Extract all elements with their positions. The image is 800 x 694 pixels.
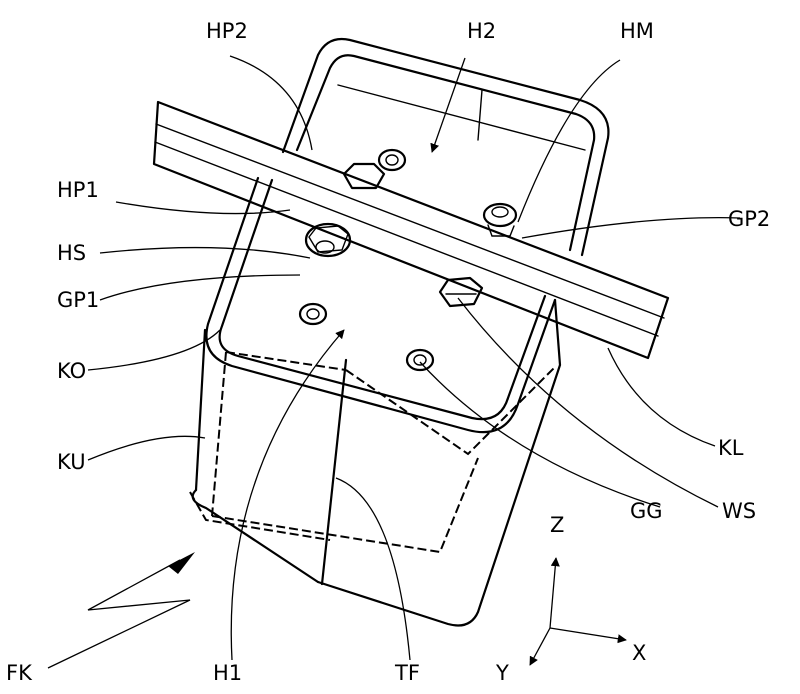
screw-ws bbox=[438, 276, 484, 308]
label-ko: KO bbox=[57, 359, 86, 383]
hole-h2 bbox=[377, 148, 407, 172]
label-gg: GG bbox=[630, 499, 663, 523]
axis-label-x: X bbox=[632, 641, 646, 665]
label-gp2: GP2 bbox=[728, 207, 770, 231]
label-fk: FK bbox=[6, 661, 33, 685]
container-lower-ku bbox=[189, 358, 479, 586]
hole-h1 bbox=[298, 302, 328, 326]
label-h1: H1 bbox=[213, 661, 242, 685]
label-ku: KU bbox=[57, 450, 86, 474]
nut-hp2 bbox=[342, 162, 386, 190]
hole-gg bbox=[405, 348, 435, 372]
leader-lines bbox=[87, 55, 741, 661]
label-ws: WS bbox=[722, 499, 756, 523]
label-h2: H2 bbox=[467, 19, 496, 43]
container-upper-ko bbox=[194, 298, 562, 627]
upper-holder-h2 bbox=[281, 37, 610, 257]
label-hm: HM bbox=[620, 19, 654, 43]
label-hs: HS bbox=[57, 241, 86, 265]
coordinate-axes bbox=[529, 557, 627, 666]
label-hp2: HP2 bbox=[206, 19, 248, 43]
force-arrow-fk bbox=[47, 552, 195, 669]
label-gp1: GP1 bbox=[57, 288, 99, 312]
label-hp1: HP1 bbox=[57, 178, 99, 202]
label-kl: KL bbox=[718, 436, 744, 460]
axis-label-z: Z bbox=[550, 513, 564, 537]
screw-hm bbox=[482, 202, 518, 237]
label-tf: TF bbox=[394, 661, 420, 685]
lower-holder-h1 bbox=[205, 176, 557, 434]
screw-hs bbox=[304, 222, 352, 258]
axis-label-y: Y bbox=[495, 661, 509, 685]
crossbar-kl bbox=[152, 100, 670, 360]
